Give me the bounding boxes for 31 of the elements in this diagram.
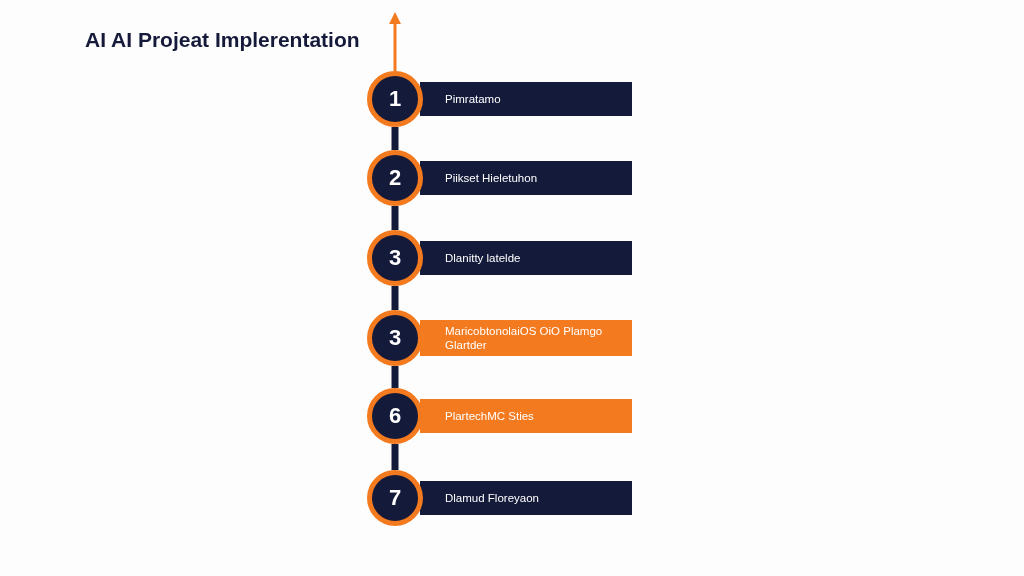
title: AI AI Projeat Implerentation — [85, 28, 360, 52]
step-number: 2 — [388, 165, 402, 191]
step-label: MaricobtonolaiOS OiO Plamgo Glartder — [445, 324, 604, 352]
step-number: 3 — [388, 245, 402, 271]
step-label: Dlanitty latelde — [445, 251, 521, 265]
step-circle — [367, 310, 423, 366]
connector-line — [391, 206, 399, 230]
step-number: 6 — [388, 403, 402, 429]
step-label: PlartechMC Sties — [445, 409, 534, 423]
connector-line — [391, 366, 399, 388]
step-label: Piikset Hieletuhon — [445, 171, 538, 185]
step-bar — [420, 161, 632, 195]
step-bar — [420, 241, 632, 275]
step-number: 1 — [388, 86, 402, 112]
step-circle — [367, 388, 423, 444]
step-bar — [420, 399, 632, 433]
step-circle — [367, 230, 423, 286]
step-label: Dlamud Floreyaon — [445, 491, 539, 505]
step-label: Pimratamo — [445, 92, 501, 106]
connector-line — [391, 444, 399, 470]
step-bar — [420, 481, 632, 515]
step-circle — [367, 470, 423, 526]
arrow — [389, 12, 401, 71]
step-number: 3 — [388, 325, 402, 351]
step-circle — [367, 71, 423, 127]
step-number: 7 — [388, 485, 402, 511]
connector-line — [391, 127, 399, 150]
step-bar — [420, 320, 632, 356]
connector-line — [391, 286, 399, 310]
step-circle — [367, 150, 423, 206]
step-bar — [420, 82, 632, 116]
